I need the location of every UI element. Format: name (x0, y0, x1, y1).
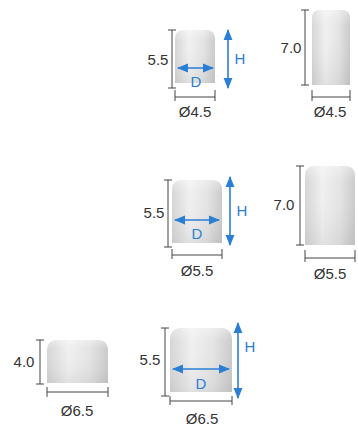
diameter-value: Ø4.5 (179, 104, 212, 119)
dimension-value: 7.0 (281, 40, 302, 55)
diameter-value: Ø6.5 (61, 403, 94, 418)
diameter-value: Ø5.5 (314, 266, 347, 281)
dimension-value: 5.5 (144, 205, 165, 220)
dimension-value: 5.5 (140, 352, 161, 367)
dimension-line (36, 10, 355, 405)
dimension-value: 4.0 (14, 354, 35, 369)
healing-cap (47, 10, 355, 392)
height-symbol: H (245, 339, 256, 354)
height-symbol: H (235, 51, 246, 66)
dimension-value: 7.0 (274, 197, 295, 212)
diameter-value: Ø6.5 (186, 411, 219, 426)
diameter-symbol: D (191, 74, 202, 89)
diameter-symbol: D (192, 226, 203, 241)
diameter-value: Ø5.5 (181, 263, 214, 278)
dimension-value: 5.5 (148, 52, 169, 67)
height-symbol: H (237, 203, 248, 218)
diameter-symbol: D (196, 376, 207, 391)
diameter-value: Ø4.5 (314, 104, 347, 119)
measure-arrow (173, 30, 238, 398)
